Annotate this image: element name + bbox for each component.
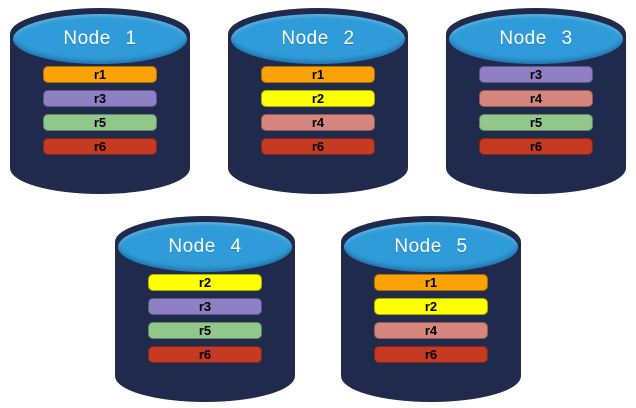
replica-bar-label: r5 (93, 115, 107, 130)
replica-bar-label: r6 (311, 139, 325, 154)
replica-bar: r6 (479, 138, 593, 155)
replica-bar: r1 (261, 66, 375, 83)
replica-list: r3 r4 r5 r6 (479, 66, 593, 155)
replica-bar-label: r2 (198, 275, 212, 290)
replica-bar-label: r4 (529, 91, 543, 106)
replica-bar-label: r6 (529, 139, 543, 154)
replica-bar-label: r6 (198, 347, 212, 362)
node-top-ellipse (231, 14, 405, 64)
replica-bar: r4 (261, 114, 375, 131)
replica-bar-label: r3 (93, 91, 107, 106)
replica-bar: r2 (148, 274, 262, 291)
replica-bar: r2 (261, 90, 375, 107)
replica-bar-label: r5 (198, 323, 212, 338)
replica-bar-label: r2 (311, 91, 325, 106)
replica-bar-label: r3 (198, 299, 212, 314)
node-top-ellipse (344, 222, 518, 272)
replica-bar: r3 (479, 66, 593, 83)
replica-bar: r2 (374, 298, 488, 315)
node-label: Node 5 (394, 236, 468, 257)
node-top-ellipse (13, 14, 187, 64)
replica-bar-label: r4 (311, 115, 325, 130)
node-row-bottom: Node 4 r2 r3 r5 r6 Node 5 r1 r2 r4 r6 (0, 216, 636, 402)
replica-list: r2 r3 r5 r6 (148, 274, 262, 363)
replica-bar-label: r6 (93, 139, 107, 154)
replica-bar-label: r3 (529, 67, 543, 82)
database-cylinder: Node 5 r1 r2 r4 r6 (341, 216, 521, 402)
replica-bar-label: r1 (311, 67, 325, 82)
node-label: Node 4 (168, 236, 242, 257)
replica-bar: r5 (43, 114, 157, 131)
replica-bar-label: r1 (424, 275, 438, 290)
node-row-top: Node 1 r1 r3 r5 r6 Node 2 r1 r2 r4 r6 Node 3 r… (0, 0, 636, 194)
replica-list: r1 r3 r5 r6 (43, 66, 157, 155)
node-label: Node 1 (63, 28, 137, 49)
replica-bar: r6 (261, 138, 375, 155)
database-cylinder: Node 2 r1 r2 r4 r6 (228, 8, 408, 194)
replica-bar: r4 (479, 90, 593, 107)
replica-bar: r3 (148, 298, 262, 315)
replica-bar: r5 (479, 114, 593, 131)
replica-bar: r3 (43, 90, 157, 107)
database-cylinder: Node 1 r1 r3 r5 r6 (10, 8, 190, 194)
replica-bar: r6 (148, 346, 262, 363)
replica-bar: r6 (374, 346, 488, 363)
node-top-ellipse (449, 14, 623, 64)
replica-bar-label: r1 (93, 67, 107, 82)
replica-bar: r1 (374, 274, 488, 291)
replica-bar-label: r2 (424, 299, 438, 314)
replica-list: r1 r2 r4 r6 (374, 274, 488, 363)
replica-bar-label: r4 (424, 323, 438, 338)
node-top-ellipse (118, 222, 292, 272)
replica-bar: r6 (43, 138, 157, 155)
database-cylinder: Node 4 r2 r3 r5 r6 (115, 216, 295, 402)
replica-list: r1 r2 r4 r6 (261, 66, 375, 155)
replica-bar-label: r6 (424, 347, 438, 362)
replica-bar-label: r5 (529, 115, 543, 130)
replica-bar: r1 (43, 66, 157, 83)
replica-bar: r4 (374, 322, 488, 339)
replica-bar: r5 (148, 322, 262, 339)
node-label: Node 3 (499, 28, 573, 49)
node-label: Node 2 (281, 28, 355, 49)
database-cylinder: Node 3 r3 r4 r5 r6 (446, 8, 626, 194)
